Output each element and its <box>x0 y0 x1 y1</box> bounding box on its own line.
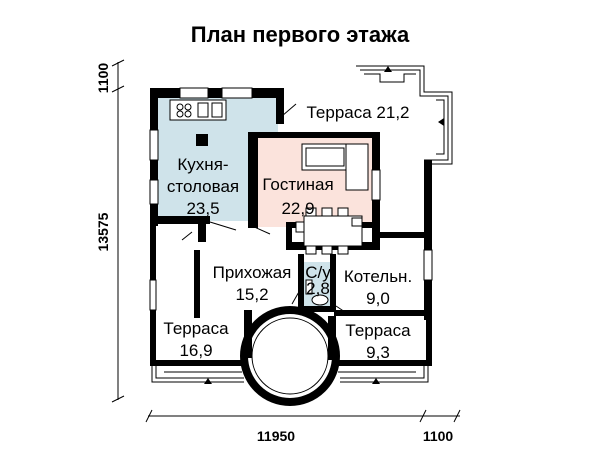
dining-table <box>295 207 363 255</box>
bath-label: С/у <box>305 263 331 282</box>
hall-area: 15,2 <box>235 285 268 304</box>
living-label: Гостиная <box>262 175 333 194</box>
toilet <box>305 279 329 306</box>
dimension-left <box>111 59 125 403</box>
doors <box>181 103 349 315</box>
boiler-area: 9,0 <box>366 289 390 308</box>
sofa <box>301 143 369 191</box>
boiler-label: Котельн. <box>344 267 412 286</box>
porch-walls <box>244 310 336 360</box>
dim-bottom-right: 1100 <box>423 428 454 444</box>
dim-left-top: 1100 <box>95 63 111 94</box>
kitchen-label-line2: столовая <box>167 177 239 196</box>
kitchen-area: 23,5 <box>186 199 219 218</box>
kitchen-label-line1: Кухня- <box>177 155 228 174</box>
column-icon <box>196 134 208 146</box>
terrace-top-label: Терраса 21,2 <box>306 103 409 122</box>
dim-left-main: 13575 <box>95 212 111 251</box>
terrace-left-label: Терраса <box>163 319 229 338</box>
round-porch <box>240 306 340 406</box>
page-title: План первого этажа <box>190 22 410 47</box>
terrace-railings <box>151 65 453 383</box>
kitchen-counter <box>169 99 227 121</box>
dim-bottom-main: 11950 <box>257 428 295 444</box>
terrace-right-label: Терраса <box>345 321 411 340</box>
dimension-bottom <box>145 409 461 423</box>
living-area: 22,9 <box>281 199 314 218</box>
terrace-left-area: 16,9 <box>179 341 212 360</box>
bath-area: 2,8 <box>306 279 330 298</box>
windows <box>149 87 433 311</box>
hall-label: Прихожая <box>213 263 292 282</box>
terrace-right-area: 9,3 <box>366 343 390 362</box>
railing-arrows <box>204 66 444 384</box>
